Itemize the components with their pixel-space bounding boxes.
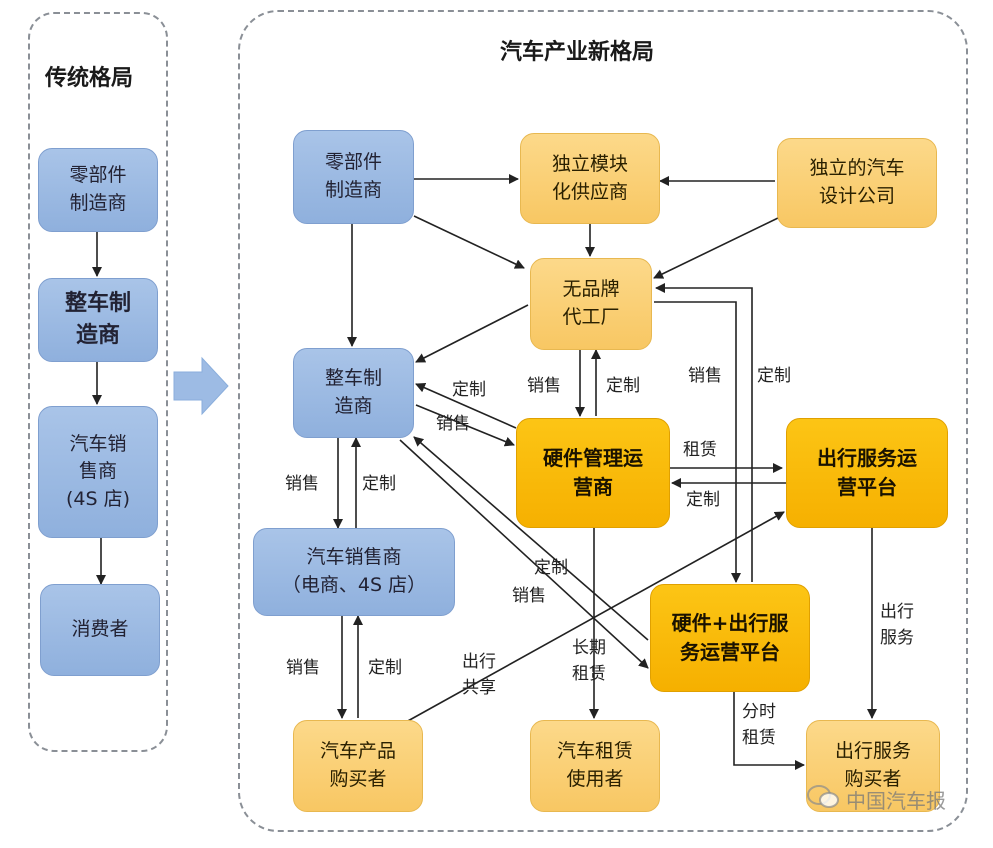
watermark-text: 中国汽车报 bbox=[846, 789, 946, 813]
edge-hwmob-mobbuyer-timeshare bbox=[733, 692, 805, 770]
left-node-consumer: 消费者 bbox=[40, 584, 160, 676]
edge-hwmob-auto-custom bbox=[413, 436, 649, 641]
label-buyer-dealer-custom: 定制 bbox=[368, 658, 402, 678]
edge-oem-automaker bbox=[415, 304, 529, 363]
left-node-parts-maker: 零部件 制造商 bbox=[38, 148, 158, 232]
label-mob-mobbuyer-service: 出行 服务 bbox=[880, 602, 914, 648]
label-auto-dealer-sale: 销售 bbox=[285, 474, 319, 494]
traditional-pattern-title: 传统格局 bbox=[45, 66, 134, 91]
node-module-supplier: 独立模块 化供应商 bbox=[520, 133, 660, 224]
label-hwmob-mobbuyer-timeshare: 分时 租赁 bbox=[742, 702, 776, 748]
label-hw-lease-long: 长期 租赁 bbox=[572, 638, 606, 684]
node-hw-mobility-platform: 硬件+出行服 务运营平台 bbox=[650, 584, 810, 692]
label-hwmob-oem-custom: 定制 bbox=[757, 366, 791, 386]
transition-arrow-icon bbox=[173, 356, 229, 416]
node-car-buyer: 汽车产品 购买者 bbox=[293, 720, 423, 812]
edge-auto-hwmob-sale bbox=[399, 439, 649, 669]
node-lease-user: 汽车租赁 使用者 bbox=[530, 720, 660, 812]
edge-hw-auto-custom bbox=[415, 383, 517, 429]
node-parts-maker: 零部件 制造商 bbox=[293, 130, 414, 224]
label-mob-hw-custom: 定制 bbox=[686, 490, 720, 510]
edge-buyer-mob-share bbox=[405, 511, 785, 723]
edge-oem-hwmob-sale bbox=[654, 301, 741, 583]
edge-parts-oem bbox=[413, 215, 525, 269]
label-oem-hwmob-sale: 销售 bbox=[688, 366, 722, 386]
label-oem-hw-sale: 销售 bbox=[527, 376, 561, 396]
edge-hwmob-oem-custom bbox=[655, 283, 753, 582]
node-car-dealer: 汽车销售商 （电商、4S 店） bbox=[253, 528, 455, 616]
label-buyer-mob-share: 出行 共享 bbox=[462, 652, 496, 698]
node-automaker: 整车制 造商 bbox=[293, 348, 414, 438]
label-hwmob-auto-custom: 定制 bbox=[534, 558, 568, 578]
label-auto-hwmob-sale: 销售 bbox=[512, 586, 546, 606]
new-pattern-title: 汽车产业新格局 bbox=[500, 40, 655, 65]
left-node-automaker: 整车制 造商 bbox=[38, 278, 158, 362]
edge-auto-hw-sale bbox=[415, 404, 515, 447]
node-design-company: 独立的汽车 设计公司 bbox=[777, 138, 937, 228]
node-mobility-platform: 出行服务运 营平台 bbox=[786, 418, 948, 528]
label-dealer-buyer-sale: 销售 bbox=[286, 658, 320, 678]
wechat-icon bbox=[807, 785, 839, 808]
traditional-pattern-panel bbox=[28, 12, 168, 752]
edge-design-oem bbox=[653, 217, 779, 279]
label-hw-mob-lease: 租赁 bbox=[683, 440, 717, 460]
label-hw-auto-custom: 定制 bbox=[452, 380, 486, 400]
left-node-car-dealer: 汽车销 售商 (4S 店) bbox=[38, 406, 158, 538]
label-dealer-auto-custom: 定制 bbox=[362, 474, 396, 494]
new-pattern-panel bbox=[238, 10, 968, 832]
label-auto-hw-sale: 销售 bbox=[436, 414, 470, 434]
label-hw-oem-custom: 定制 bbox=[606, 376, 640, 396]
node-unbranded-oem: 无品牌 代工厂 bbox=[530, 258, 652, 350]
node-hardware-operator: 硬件管理运 营商 bbox=[516, 418, 670, 528]
